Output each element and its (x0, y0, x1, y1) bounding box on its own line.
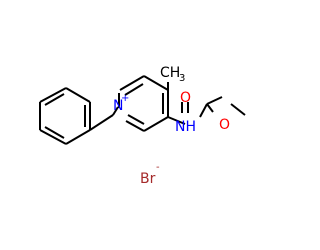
ring-nitrogen-label: N (113, 98, 123, 114)
molecule-structure: N + CH 3 NH O O Br - (39, 65, 246, 187)
nh-label: NH (175, 119, 196, 135)
pyridinium-ring (118, 75, 169, 132)
carbamate-group (181, 96, 246, 118)
carbonyl-oxygen-label: O (180, 90, 191, 106)
amide-bond (167, 116, 186, 125)
bromide-charge: - (156, 162, 160, 173)
benzene-ring (39, 87, 91, 145)
ring-nitrogen-charge: + (121, 93, 129, 104)
ester-oxygen-label: O (219, 117, 230, 133)
methyl-label: CH (160, 65, 180, 81)
methyl-subscript: 3 (179, 73, 185, 84)
benzyl-linker (89, 106, 119, 131)
bromide-label: Br (140, 171, 156, 187)
